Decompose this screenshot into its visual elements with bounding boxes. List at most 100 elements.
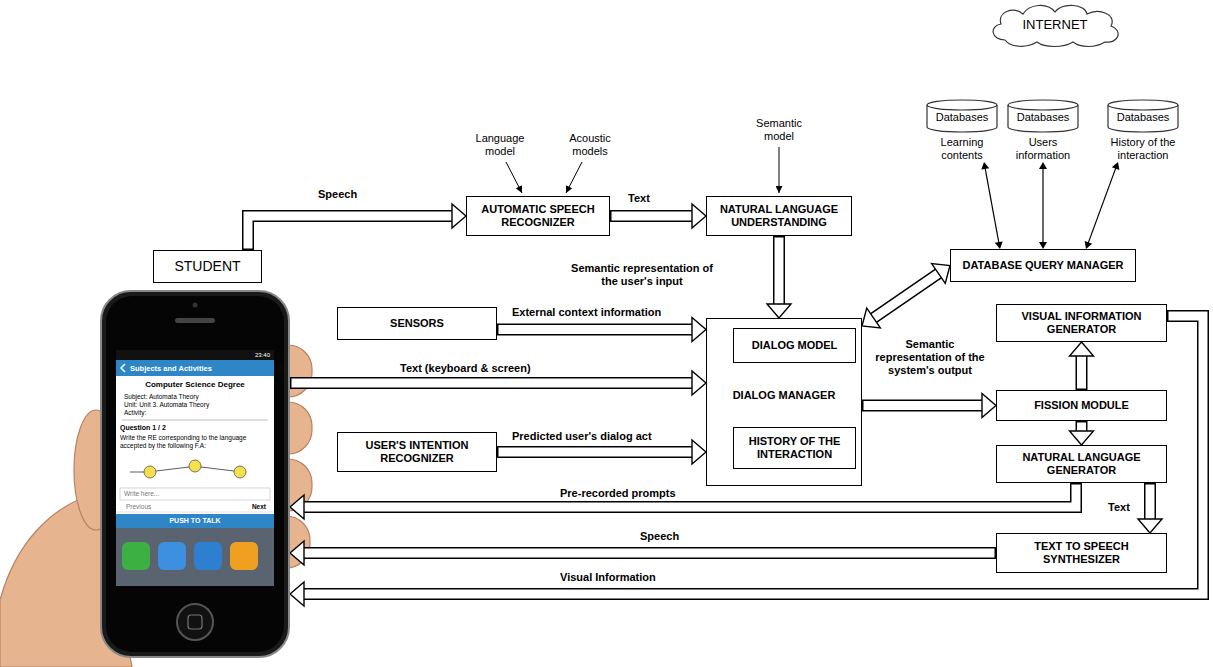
phone-body-part	[116, 528, 274, 586]
arrow-fill	[1077, 355, 1086, 389]
arrow-outline	[862, 400, 983, 412]
database-label: Learning contents	[922, 136, 1002, 162]
arrow-fill	[303, 316, 1203, 594]
arrow-fill	[303, 485, 1076, 508]
database-link	[981, 162, 1002, 249]
box-label: NATURAL LANGUAGE UNDERSTANDING	[712, 203, 846, 229]
arrow-head	[862, 308, 880, 328]
phone-body-part	[120, 488, 270, 500]
arrow-head	[767, 304, 791, 318]
flow-arrow	[1138, 483, 1162, 533]
edge-label: Visual Information	[560, 571, 656, 584]
edge-label: Text	[628, 192, 650, 205]
arrow-head	[692, 318, 706, 342]
arrow-head	[1085, 241, 1093, 249]
phone-body	[100, 290, 290, 658]
screen-text: Subject: Automata Theory	[124, 393, 270, 401]
arrow-head	[452, 204, 466, 228]
process-box: NATURAL LANGUAGE GENERATOR	[996, 445, 1167, 483]
edge-label: Speech	[318, 188, 357, 201]
module-box: HISTORY OF THE INTERACTION	[733, 427, 856, 469]
arrow-head	[290, 582, 304, 606]
arrow-head	[692, 204, 706, 228]
box-label: TEXT TO SPEECH SYNTHESIZER	[1002, 540, 1161, 566]
actor-box: STUDENT	[153, 250, 262, 283]
screen-text: Subjects and Activities	[130, 364, 270, 373]
phone-body-part	[177, 604, 213, 640]
phone-body-part	[230, 542, 258, 570]
flow-arrow	[862, 394, 996, 418]
edge-label: Text (keyboard & screen)	[400, 362, 531, 375]
edge-label: Predicted user's dialog act	[512, 430, 652, 443]
screen-text: Previous	[126, 503, 186, 511]
model-label: Language model	[470, 132, 530, 158]
flow-arrow	[290, 316, 1203, 606]
phone-body-part	[175, 318, 215, 323]
arrow-outline	[610, 210, 693, 222]
box-label: AUTOMATIC SPEECH RECOGNIZER	[472, 203, 604, 229]
cylinder-outline-part	[927, 105, 997, 110]
arrow-fill	[292, 379, 694, 388]
arrow-head	[1070, 431, 1094, 445]
database-label: Databases	[922, 99, 1002, 133]
arrow-fill	[775, 238, 784, 306]
manager-box: DIALOG MANAGERDIALOG MODELHISTORY OF THE…	[706, 318, 862, 486]
model-arrow	[779, 147, 780, 193]
database-cylinder: DatabasesHistory of the interaction	[1098, 99, 1188, 162]
box-label: DIALOG MANAGER	[707, 389, 861, 402]
arrow-fill	[303, 549, 995, 558]
arrow-outline	[303, 316, 1203, 594]
arrow-head	[981, 162, 989, 170]
database-link	[1039, 162, 1047, 249]
phone-body-part	[116, 350, 274, 360]
edge-label: Pre-recorded prompts	[560, 487, 676, 500]
flow-arrow	[767, 236, 791, 318]
phone-body-part	[193, 303, 198, 308]
process-box: NATURAL LANGUAGE UNDERSTANDING	[706, 196, 852, 236]
model-label: Acoustic models	[560, 132, 620, 158]
flow-arrow	[248, 204, 466, 250]
database-label: History of the interaction	[1098, 136, 1188, 162]
arrow-head	[995, 241, 1003, 249]
arrow-head	[290, 495, 304, 519]
flow-arrow	[497, 440, 706, 464]
phone-body-part	[106, 296, 284, 652]
arrow-head	[1138, 519, 1162, 533]
edge-label: Text	[1108, 501, 1130, 514]
arrow-fill	[1146, 485, 1155, 521]
model-arrow	[506, 162, 522, 193]
arrow-head	[1039, 162, 1047, 169]
screen-text: Computer Science Degree	[116, 380, 274, 390]
phone-body-part	[189, 460, 201, 472]
phone-body-part	[121, 364, 125, 372]
box-label: VISUAL INFORMATION GENERATOR	[1002, 310, 1161, 336]
phone-body-part	[130, 472, 144, 473]
process-box: DATABASE QUERY MANAGER	[950, 249, 1136, 282]
phone-body-part	[188, 615, 202, 629]
process-box: USER'S INTENTION RECOGNIZER	[337, 432, 497, 472]
screen-text: Write the RE corresponding to the langua…	[120, 434, 270, 450]
screen-text: 23:40	[240, 352, 270, 360]
arrow-fill	[612, 212, 694, 221]
arrow-fill	[499, 448, 694, 457]
link-line	[1088, 168, 1116, 244]
arrow-head	[1070, 342, 1094, 356]
screen-text: PUSH TO TALK	[116, 517, 274, 526]
database-label: Users information	[1003, 136, 1083, 162]
edge-label: Speech	[640, 530, 679, 543]
phone-body-part	[122, 420, 268, 421]
process-box: AUTOMATIC SPEECH RECOGNIZER	[466, 196, 610, 236]
phone-body-part	[144, 466, 156, 478]
screen-text: Question 1 / 2	[120, 424, 270, 433]
link-line	[985, 168, 999, 243]
box-label: SENSORS	[343, 317, 491, 330]
screen-text: Unit: Unit 3. Automata Theory	[124, 401, 270, 409]
flow-arrow	[1070, 421, 1094, 445]
link-line	[1042, 168, 1043, 243]
arrow-head	[1039, 242, 1047, 249]
arrow-head	[932, 264, 950, 284]
phone-device: 23:40Subjects and ActivitiesComputer Sci…	[100, 290, 290, 658]
database-cylinder: DatabasesLearning contents	[922, 99, 1002, 162]
phone-body-part	[101, 291, 289, 657]
flow-arrow	[862, 264, 950, 328]
